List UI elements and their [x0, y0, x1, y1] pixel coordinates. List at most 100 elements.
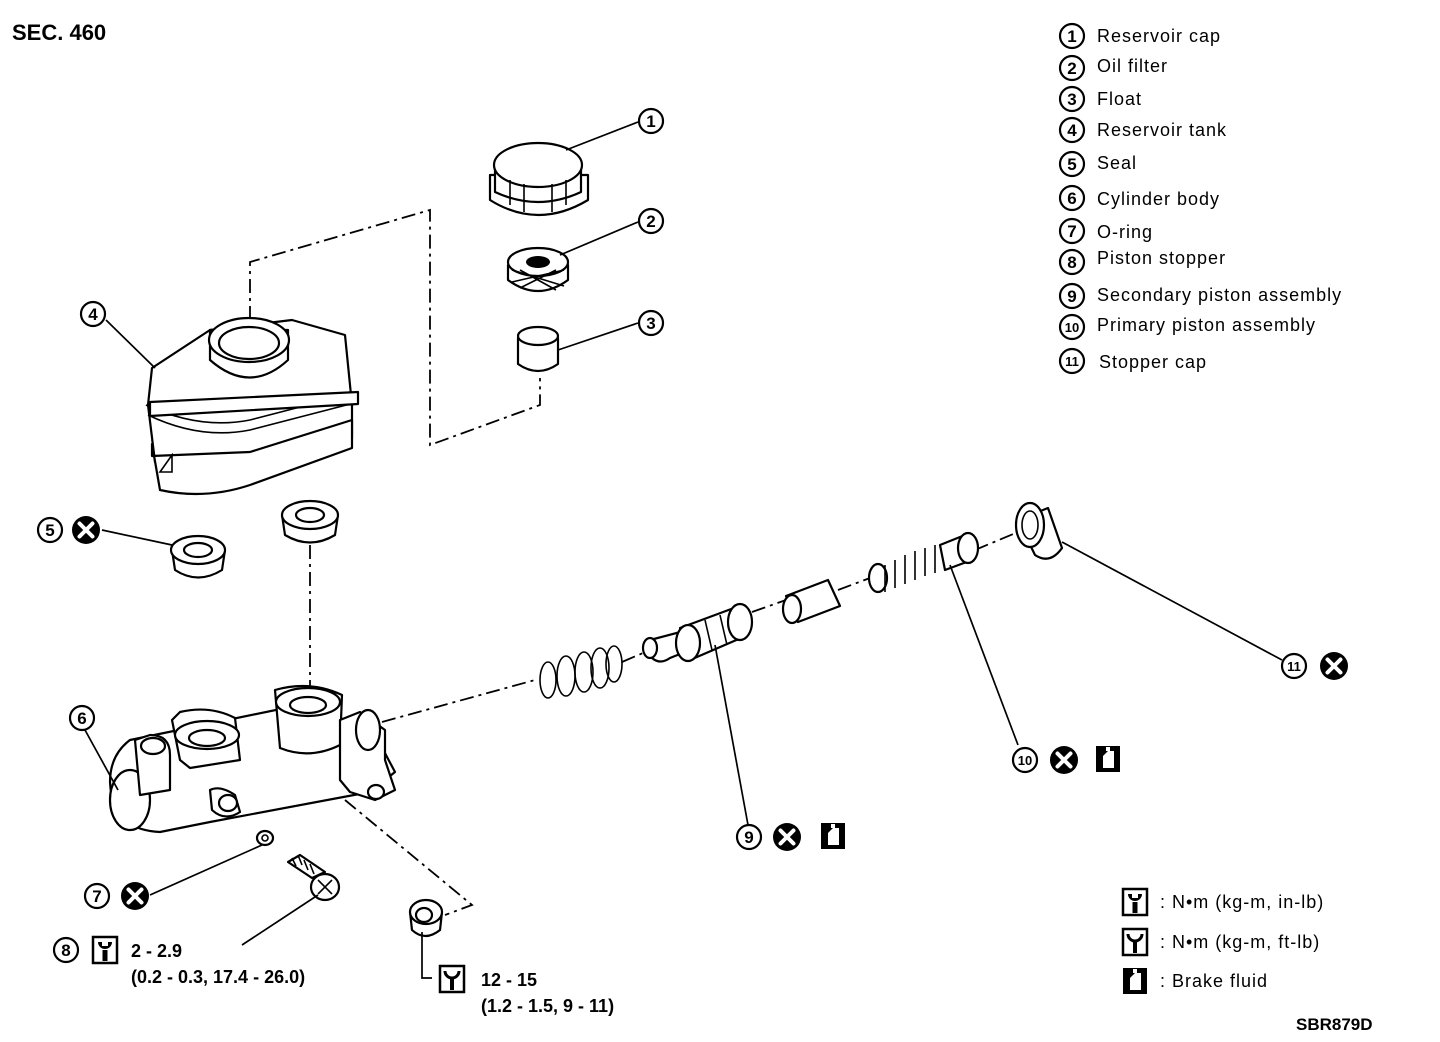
legend-label: Float	[1097, 89, 1142, 109]
legend-num: 10	[1065, 320, 1079, 335]
x-circle-icon	[1048, 744, 1080, 776]
svg-text:2: 2	[646, 212, 655, 231]
x-circle-icon	[70, 514, 102, 546]
callout-10: 10	[1011, 746, 1039, 774]
legend-item: 1 Reservoir cap	[1058, 22, 1221, 50]
piston-stopper	[286, 853, 341, 902]
callout-3: 3	[637, 309, 665, 337]
torque-spec-line2: (0.2 - 0.3, 17.4 - 26.0)	[131, 967, 305, 987]
legend-item: 8 Piston stopper	[1058, 248, 1226, 276]
legend-item: 9 Secondary piston assembly	[1058, 282, 1342, 310]
legend-label: Stopper cap	[1099, 352, 1207, 372]
symbol-legend: : N•m (kg-m, in-lb) : N•m (kg-m, ft-lb) …	[1121, 887, 1324, 994]
callout-2: 2	[637, 207, 665, 235]
callout-7: 7	[83, 882, 111, 910]
assembly-line-fitting	[344, 799, 474, 916]
svg-text:8: 8	[61, 941, 70, 960]
torque-spec-line1: 2 - 2.9	[131, 941, 182, 961]
stopper-cap	[1014, 501, 1064, 560]
reservoir-cap	[488, 141, 590, 216]
legend-num: 4	[1067, 121, 1077, 140]
x-circle-icon	[771, 821, 803, 853]
legend-num: 6	[1067, 189, 1076, 208]
parts-legend: 1 Reservoir cap 2 Oil filter 3 Float 4 R…	[1058, 22, 1342, 375]
legend-label: Secondary piston assembly	[1097, 285, 1342, 305]
reservoir-tank	[145, 316, 360, 496]
legend-label: Reservoir cap	[1097, 26, 1221, 46]
primary-cup	[781, 578, 842, 625]
legend-label: Oil filter	[1097, 56, 1168, 76]
legend-item: 11 Stopper cap	[1058, 347, 1207, 375]
legend-item: 2 Oil filter	[1058, 54, 1168, 82]
svg-text:11: 11	[1287, 659, 1301, 674]
legend-item: 10 Primary piston assembly	[1058, 313, 1316, 341]
legend-num: 11	[1065, 354, 1079, 369]
legend-num: 3	[1067, 90, 1076, 109]
legend-label: Cylinder body	[1097, 189, 1220, 209]
svg-text:4: 4	[88, 305, 98, 324]
svg-text:7: 7	[92, 887, 101, 906]
section-title: SEC. 460	[12, 20, 106, 45]
callout-9: 9	[735, 823, 763, 851]
assembly-line-reservoir	[249, 208, 541, 447]
svg-text:5: 5	[45, 521, 54, 540]
svg-text:6: 6	[77, 709, 86, 728]
oil-filter	[506, 246, 570, 292]
symbol-legend-text: : N•m (kg-m, in-lb)	[1160, 892, 1324, 912]
callout-5: 5	[36, 516, 64, 544]
assembly-line-spring	[621, 649, 651, 663]
legend-item: 7 O-ring	[1058, 217, 1153, 245]
torque-spec-line2: (1.2 - 1.5, 9 - 11)	[481, 996, 614, 1016]
assembly-line-9	[751, 599, 787, 613]
cylinder-fitting	[408, 898, 444, 938]
legend-num: 5	[1067, 155, 1076, 174]
legend-label: Seal	[1097, 153, 1137, 173]
legend-num: 7	[1067, 222, 1076, 241]
torque-wrench-in-lb-icon	[1121, 887, 1149, 917]
legend-label: Reservoir tank	[1097, 120, 1227, 140]
brake-fluid-icon	[1123, 968, 1147, 994]
legend-item: 6 Cylinder body	[1058, 184, 1220, 212]
x-circle-icon	[119, 880, 151, 912]
legend-item: 5 Seal	[1058, 150, 1137, 178]
svg-text:3: 3	[646, 314, 655, 333]
symbol-legend-text: : Brake fluid	[1160, 971, 1268, 991]
seal-right	[280, 499, 340, 544]
legend-label: O-ring	[1097, 222, 1153, 242]
legend-label: Primary piston assembly	[1097, 315, 1316, 335]
brake-fluid-icon	[821, 823, 845, 849]
svg-text:10: 10	[1018, 753, 1032, 768]
torque-wrench-in-lb-icon	[91, 935, 119, 965]
torque-wrench-ft-lb-icon	[1121, 927, 1149, 957]
callout-1: 1	[637, 107, 665, 135]
legend-label: Piston stopper	[1097, 248, 1226, 268]
assembly-line-piston	[381, 679, 536, 723]
cylinder-body	[108, 684, 397, 834]
primary-piston	[867, 531, 980, 594]
legend-item: 4 Reservoir tank	[1058, 116, 1227, 144]
legend-num: 9	[1067, 287, 1076, 306]
svg-text:1: 1	[646, 112, 655, 131]
torque-spec-piston-stopper: 2 - 2.9 (0.2 - 0.3, 17.4 - 26.0)	[131, 941, 305, 987]
legend-item: 3 Float	[1058, 85, 1142, 113]
return-spring	[539, 645, 623, 699]
callout-11: 11	[1280, 652, 1308, 680]
torque-spec-line1: 12 - 15	[481, 970, 537, 990]
callout-6: 6	[68, 704, 96, 732]
brake-fluid-icon	[1096, 746, 1120, 772]
assembly-lines	[249, 208, 1019, 916]
torque-spec-fitting: 12 - 15 (1.2 - 1.5, 9 - 11)	[438, 964, 614, 1016]
callout-8: 8	[52, 936, 80, 964]
assembly-line-10	[837, 577, 871, 591]
secondary-piston	[641, 602, 754, 663]
legend-num: 1	[1067, 27, 1076, 46]
x-circle-icon	[1318, 650, 1350, 682]
float	[516, 325, 560, 373]
seal-left	[169, 534, 227, 579]
legend-num: 8	[1067, 253, 1076, 272]
drawing-code: SBR879D	[1296, 1015, 1373, 1034]
legend-num: 2	[1067, 59, 1076, 78]
assembly-line-11	[974, 531, 1019, 551]
symbol-legend-text: : N•m (kg-m, ft-lb)	[1160, 932, 1320, 952]
